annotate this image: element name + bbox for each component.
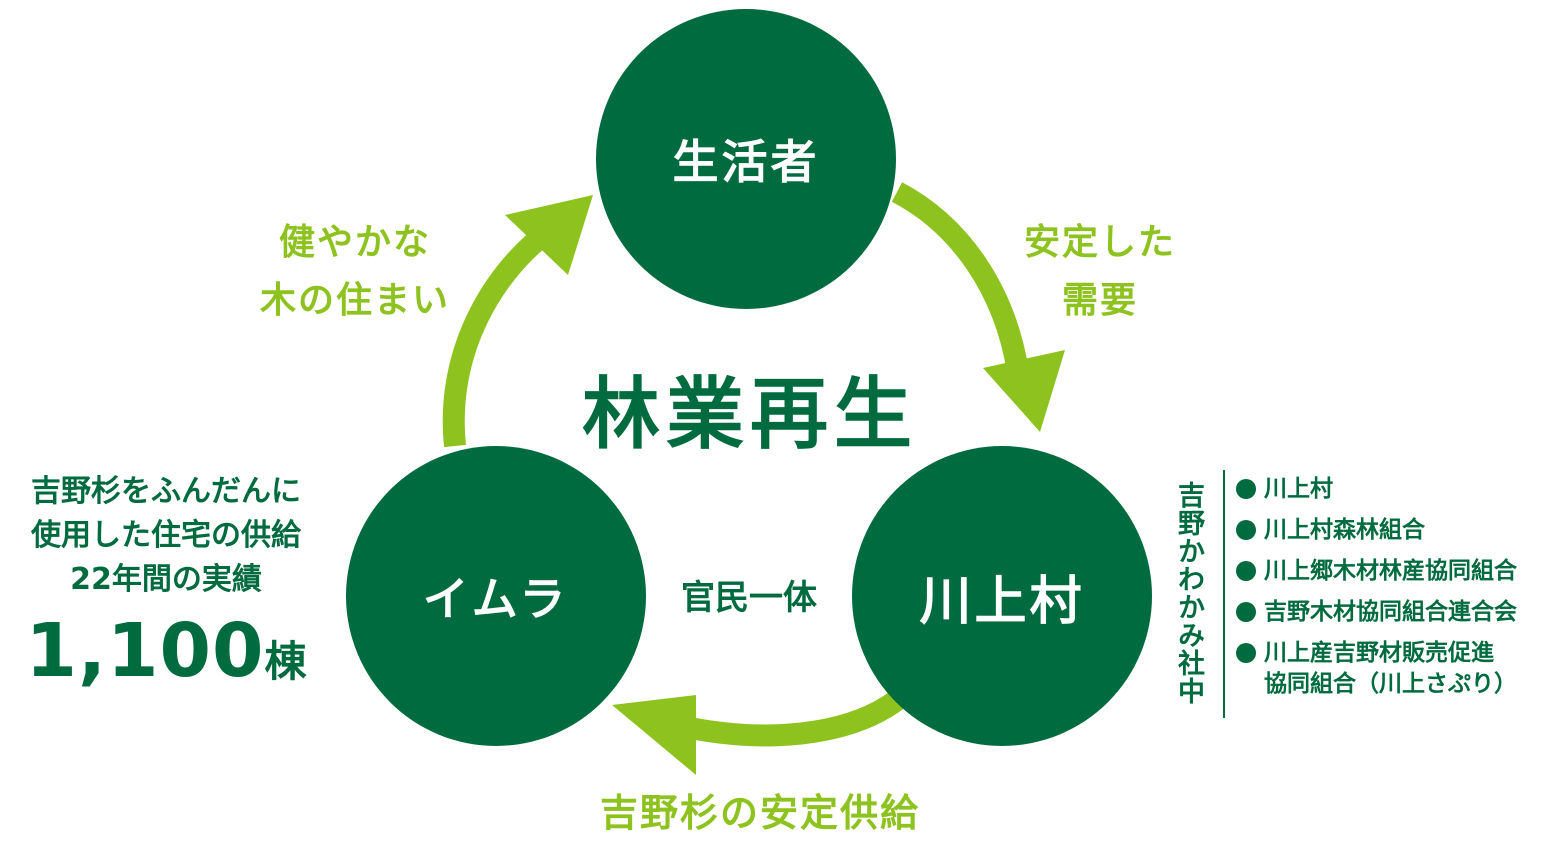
list-item: 吉野木材協同組合連合会 [1236, 597, 1517, 628]
node-consumer: 生活者 [596, 9, 896, 309]
arrow-label-line: 木の住まい [259, 280, 450, 321]
record-total: 1,100棟 [0, 608, 332, 694]
center-subtitle: 官民一体 [681, 578, 817, 618]
arrow-label-healthy-homes: 健やかな 木の住まい [240, 214, 470, 330]
group-divider [1223, 470, 1225, 718]
arrow-top-to-right [891, 182, 1029, 374]
node-imura: イムラ [346, 446, 646, 746]
bullet-icon [1236, 561, 1256, 581]
bullet-icon [1236, 602, 1256, 622]
member-label: 川上郷木材林産協同組合 [1264, 558, 1517, 584]
arrow-label-stable-supply: 吉野杉の安定供給 [599, 791, 920, 835]
arrow-label-stable-demand: 安定した 需要 [1000, 214, 1200, 330]
arrow-label-line: 安定した [1023, 222, 1176, 263]
record-unit: 棟 [264, 637, 307, 686]
member-label: 川上村森林組合 [1264, 517, 1425, 543]
member-label: 川上村 [1264, 476, 1333, 502]
list-item: 川上郷木材林産協同組合 [1236, 556, 1517, 587]
record-value: 1,100 [25, 608, 265, 694]
arrowhead-left-to-top [505, 195, 593, 275]
member-label: 吉野木材協同組合連合会 [1264, 599, 1517, 625]
bullet-icon [1236, 520, 1256, 540]
record-line: 22年間の実績 [70, 562, 262, 597]
arrow-right-to-left [687, 686, 911, 747]
record-line: 使用した住宅の供給 [31, 518, 301, 553]
center-title: 林業再生 [581, 370, 918, 460]
bullet-icon [1236, 643, 1256, 663]
node-consumer-label: 生活者 [672, 135, 820, 189]
member-label-line: 川上産吉野材販売促進 [1264, 640, 1494, 666]
member-label-line: 協同組合（川上さぷり） [1264, 671, 1517, 697]
group-name: 吉野かわかみ社中 [1173, 481, 1204, 705]
member-label: 川上産吉野材販売促進 協同組合（川上さぷり） [1264, 638, 1517, 700]
node-kawakami: 川上村 [852, 446, 1152, 746]
bullet-icon [1236, 479, 1256, 499]
arrow-label-line: 需要 [1061, 280, 1138, 321]
arrowhead-right-to-left [612, 695, 696, 775]
record-line: 吉野杉をふんだんに [31, 474, 301, 509]
node-kawakami-label: 川上村 [919, 571, 1085, 632]
arrow-label-line: 健やかな [278, 222, 431, 263]
arrowhead-top-to-right [983, 350, 1065, 432]
list-item: 川上村森林組合 [1236, 515, 1517, 546]
arrow-left-to-top [442, 221, 557, 448]
list-item: 川上村 [1236, 474, 1517, 505]
list-item: 川上産吉野材販売促進 協同組合（川上さぷり） [1236, 638, 1517, 700]
supply-record: 吉野杉をふんだんに 使用した住宅の供給 22年間の実績 1,100棟 [0, 470, 332, 694]
node-imura-label: イムラ [422, 572, 570, 626]
group-members: 川上村 川上村森林組合 川上郷木材林産協同組合 吉野木材協同組合連合会 川上産吉… [1236, 474, 1517, 710]
